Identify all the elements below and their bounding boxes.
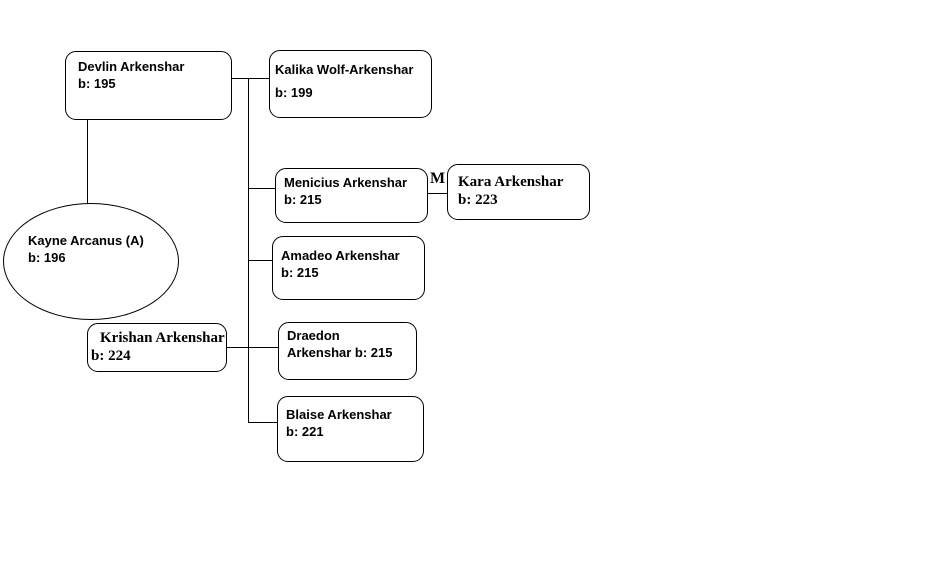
- person-name: Blaise Arkenshar: [286, 407, 392, 422]
- person-name: Draedon: [287, 328, 340, 343]
- connector-menicius-kara: [428, 193, 447, 194]
- person-name: Menicius Arkenshar: [284, 175, 408, 190]
- person-birth: b: 215: [284, 192, 322, 207]
- person-node-devlin[interactable]: Devlin Arkenshar b: 195: [65, 51, 232, 120]
- person-node-amadeo[interactable]: Amadeo Arkenshar b: 215: [272, 236, 425, 300]
- person-name: Krishan Arkenshar: [100, 330, 225, 346]
- person-node-blaise[interactable]: Blaise Arkenshar b: 221: [277, 396, 424, 462]
- person-node-kayne[interactable]: Kayne Arcanus (A) b: 196: [3, 203, 179, 320]
- connector-children-trunk: [248, 78, 249, 423]
- person-name: Kara Arkenshar: [458, 174, 564, 190]
- connector-trunk-blaise: [248, 422, 277, 423]
- person-birth: b: 195: [78, 76, 116, 91]
- person-birth: Arkenshar b: 215: [287, 345, 393, 360]
- connector-devlin-kayne: [87, 120, 88, 204]
- connector-krishan-draedon: [227, 347, 278, 348]
- person-node-krishan[interactable]: Krishan Arkenshar b: 224: [87, 323, 227, 372]
- connector-trunk-amadeo: [248, 260, 272, 261]
- marriage-label: M: [430, 170, 446, 187]
- person-node-menicius[interactable]: Menicius Arkenshar b: 215: [275, 168, 428, 223]
- person-name: Kalika Wolf-Arkenshar: [275, 62, 414, 77]
- person-birth: b: 223: [458, 192, 498, 208]
- person-node-kalika[interactable]: Kalika Wolf-Arkenshar b: 199: [269, 50, 432, 118]
- person-birth: b: 215: [281, 265, 319, 280]
- person-birth: b: 196: [28, 250, 66, 265]
- person-birth: b: 224: [91, 348, 131, 364]
- person-name: Amadeo Arkenshar: [281, 248, 400, 263]
- person-node-kara[interactable]: Kara Arkenshar b: 223: [447, 164, 590, 220]
- connector-trunk-menicius: [248, 188, 275, 189]
- person-name: Kayne Arcanus (A): [28, 233, 144, 248]
- person-birth: b: 221: [286, 424, 324, 439]
- person-name: Devlin Arkenshar: [78, 59, 185, 74]
- connector-devlin-kalika: [232, 78, 269, 79]
- person-birth: b: 199: [275, 85, 313, 100]
- person-node-draedon[interactable]: Draedon Arkenshar b: 215: [278, 322, 417, 380]
